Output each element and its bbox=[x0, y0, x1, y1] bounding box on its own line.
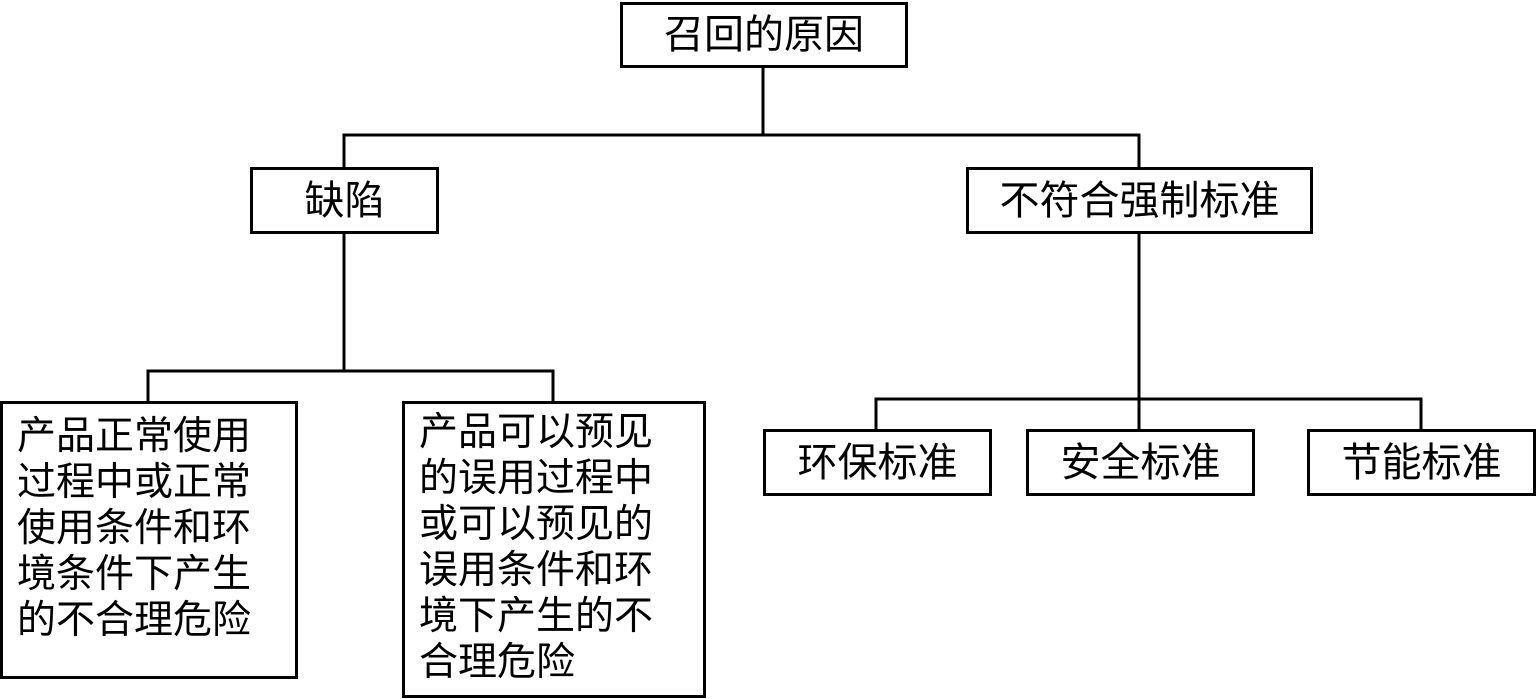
text-line: 境条件下产生 bbox=[17, 552, 252, 597]
standard-label: 不符合强制标准 bbox=[999, 177, 1280, 224]
text-line: 的不合理危险 bbox=[17, 598, 252, 643]
energy-standard-label: 节能标准 bbox=[1341, 439, 1502, 486]
defect-child-foreseeable-misuse: 产品可以预见 的误用过程中 或可以预见的 误用条件和环 境下产生的不 合理危险 bbox=[402, 401, 706, 698]
defect-child-normal-use: 产品正常使用 过程中或正常 使用条件和环 境条件下产生 的不合理危险 bbox=[0, 401, 298, 679]
text-line: 使用条件和环 bbox=[17, 506, 252, 551]
env-standard-node: 环保标准 bbox=[763, 429, 992, 496]
env-standard-label: 环保标准 bbox=[797, 439, 958, 486]
defect-node: 缺陷 bbox=[250, 167, 439, 234]
root-node: 召回的原因 bbox=[620, 2, 908, 68]
safety-standard-node: 安全标准 bbox=[1026, 429, 1255, 496]
text-line: 合理危险 bbox=[419, 640, 576, 685]
root-label: 召回的原因 bbox=[664, 12, 864, 58]
text-line: 或可以预见的 bbox=[419, 502, 654, 547]
text-line: 误用条件和环 bbox=[419, 548, 654, 593]
text-line: 产品可以预见 bbox=[419, 410, 654, 455]
standard-node: 不符合强制标准 bbox=[966, 167, 1313, 234]
text-line: 的误用过程中 bbox=[419, 456, 654, 501]
text-line: 产品正常使用 bbox=[17, 414, 252, 459]
text-line: 过程中或正常 bbox=[17, 460, 252, 505]
safety-standard-label: 安全标准 bbox=[1060, 439, 1221, 486]
defect-label: 缺陷 bbox=[304, 177, 385, 224]
energy-standard-node: 节能标准 bbox=[1307, 429, 1536, 496]
text-line: 境下产生的不 bbox=[419, 594, 654, 639]
